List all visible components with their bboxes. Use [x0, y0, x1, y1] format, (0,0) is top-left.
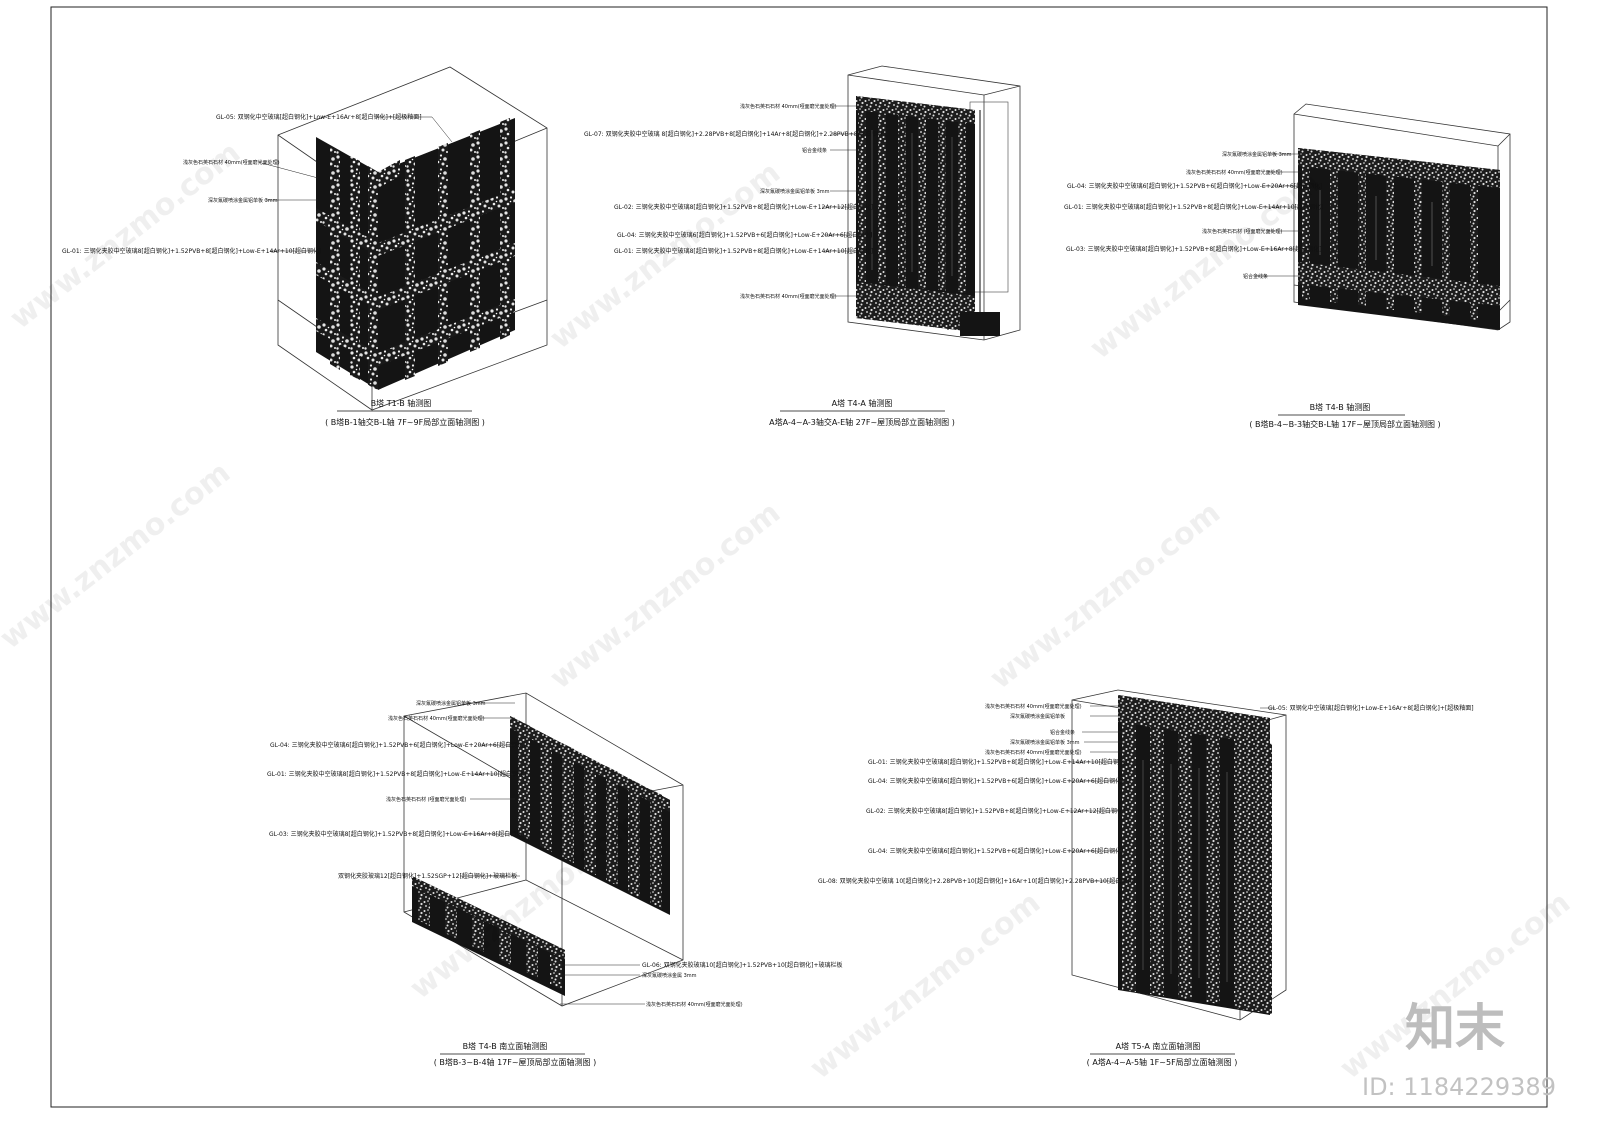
label: 浅灰色石英石石材 40mm(哑面磨光面处理): [183, 159, 280, 166]
label: GL-03: 三钢化夹胶中空玻璃8[超白钢化]+1.52PVB+8[超白钢化]+…: [1066, 245, 1321, 253]
watermark-text: www.znzmo.com: [543, 155, 787, 356]
watermark-text: www.znzmo.com: [3, 135, 247, 336]
label: GL-01: 三钢化夹胶中空玻璃8[超白钢化]+1.52PVB+8[超白钢化]+…: [1064, 203, 1323, 211]
label: 深灰氟碳喷涂金属铝单板: [1010, 713, 1065, 720]
caption-subtitle: ( A塔A-4~A-5轴 1F~5F局部立面轴测图 ): [1087, 1057, 1238, 1067]
label: 深灰氟碳喷涂金属铝单板 3mm: [1222, 151, 1292, 158]
label: 深灰氟碳喷涂金属铝单板 3mm: [1010, 739, 1080, 746]
watermark-text: www.znzmo.com: [1083, 165, 1327, 366]
caption-subtitle: ( B塔B-4~B-3轴交B-L轴 17F~屋顶局部立面轴测图 ): [1249, 419, 1440, 429]
watermark-text: www.znzmo.com: [983, 495, 1227, 696]
label: 深灰氟碳喷涂金属铝单板 3mm: [416, 700, 486, 707]
axo-box-5: [1071, 689, 1287, 1021]
label: 浅灰色石英石石材 40mm(哑面磨光面处理): [388, 715, 485, 722]
image-id-text: ID: 1184229389: [1362, 1073, 1556, 1101]
label: 浅灰色石英石石材 (哑面磨光面处理): [386, 796, 467, 803]
label: 双钢化夹胶玻璃12[超白钢化]+1.52SGP+12[超白钢化]+玻璃栏板: [338, 872, 517, 880]
axo-box-2: [847, 65, 1021, 341]
caption-subtitle: A塔A-4~A-3轴交A-E轴 27F~屋顶局部立面轴测图 ): [769, 417, 955, 427]
label: 深灰氟碳喷涂金属 3mm: [642, 972, 697, 979]
caption-title: B塔 T1-B 轴测图: [371, 398, 432, 408]
label: 浅灰色石英石石材 40mm(哑面磨光面处理): [1186, 169, 1283, 176]
label: 浅灰色石英石石材 40mm(哑面磨光面处理): [740, 103, 837, 110]
label: GL-02: 三钢化夹胶中空玻璃8[超白钢化]+1.52PVB+8[超白钢化]+…: [866, 807, 1125, 815]
label: GL-07: 双钢化夹胶中空玻璃 8[超白钢化]+2.28PVB+8[超白钢化]…: [584, 130, 886, 138]
caption-title: A塔 T5-A 南立面轴测图: [1116, 1041, 1201, 1051]
label: 浅灰色石英石石材 40mm(哑面磨光面处理): [740, 293, 837, 300]
label: 浅灰色石英石石材 40mm(哑面磨光面处理): [985, 749, 1082, 756]
watermark-text: www.znzmo.com: [0, 455, 237, 656]
label: GL-01: 三钢化夹胶中空玻璃8[超白钢化]+1.52PVB+8[超白钢化]+…: [62, 247, 321, 255]
label: GL-01: 三钢化夹胶中空玻璃8[超白钢化]+1.52PVB+8[超白钢化]+…: [614, 247, 873, 255]
drawing-b-tower-t4-b: 深灰氟碳喷涂金属铝单板 3mm 浅灰色石英石石材 40mm(哑面磨光面处理) G…: [1064, 103, 1511, 429]
label: GL-01: 三钢化夹胶中空玻璃8[超白钢化]+1.52PVB+8[超白钢化]+…: [267, 770, 526, 778]
caption-subtitle: ( B塔B-1轴交B-L轴 7F~9F局部立面轴测图 ): [325, 417, 485, 427]
sheet-border: [50, 6, 1548, 1108]
caption-subtitle: ( B塔B-3~B-4轴 17F~屋顶局部立面轴测图 ): [434, 1057, 596, 1067]
label: 浅灰色石英石石材 (哑面磨光面处理): [1202, 228, 1283, 235]
label: GL-05: 双钢化中空玻璃[超白钢化]+Low-E+16Ar+8[超白钢化]+…: [216, 113, 422, 121]
label: 浅灰色石英石石材 40mm(哑面磨光面处理): [985, 703, 1082, 710]
label: GL-06: 双钢化夹胶玻璃10[超白钢化]+1.52PVB+10[超白钢化]+…: [642, 961, 843, 969]
label: GL-04: 三钢化夹胶中空玻璃6[超白钢化]+1.52PVB+6[超白钢化]+…: [1067, 182, 1322, 190]
label: GL-01: 三钢化夹胶中空玻璃8[超白钢化]+1.52PVB+8[超白钢化]+…: [868, 758, 1127, 766]
caption-title: A塔 T4-A 轴测图: [832, 398, 893, 408]
watermark-text: www.znzmo.com: [543, 495, 787, 696]
drawing-b-tower-t1-b: GL-05: 双钢化中空玻璃[超白钢化]+Low-E+16Ar+8[超白钢化]+…: [62, 66, 548, 427]
drawing-b-tower-t4-b-south: 深灰氟碳喷涂金属铝单板 3mm 浅灰色石英石石材 40mm(哑面磨光面处理) G…: [267, 692, 843, 1067]
label: 铝合金线条: [1050, 729, 1075, 736]
label: GL-08: 双钢化夹胶中空玻璃 10[超白钢化]+2.28PVB+10[超白钢…: [818, 877, 1136, 885]
label: 深灰氟碳喷涂金属铝单板 3mm: [760, 188, 830, 195]
axo-box-3: [1293, 103, 1511, 331]
label: GL-03: 三钢化夹胶中空玻璃8[超白钢化]+1.52PVB+8[超白钢化]+…: [269, 830, 524, 838]
axo-box-1: [277, 66, 548, 411]
brand-logo-text: 知末: [1405, 999, 1505, 1057]
label: GL-04: 三钢化夹胶中空玻璃6[超白钢化]+1.52PVB+6[超白钢化]+…: [868, 777, 1123, 785]
label: 铝合金线条: [1243, 273, 1268, 280]
drawing-a-tower-t5-a-south: GL-05: 双钢化中空玻璃[超白钢化]+Low-E+16Ar+8[超白钢化]+…: [818, 689, 1474, 1067]
label: GL-05: 双钢化中空玻璃[超白钢化]+Low-E+16Ar+8[超白钢化]+…: [1268, 704, 1474, 712]
label: GL-04: 三钢化夹胶中空玻璃6[超白钢化]+1.52PVB+6[超白钢化]+…: [617, 231, 872, 239]
caption-title: B塔 T4-B 南立面轴测图: [463, 1041, 548, 1051]
label: GL-04: 三钢化夹胶中空玻璃6[超白钢化]+1.52PVB+6[超白钢化]+…: [868, 847, 1123, 855]
watermark-text: www.znzmo.com: [803, 885, 1047, 1086]
drawing-a-tower-t4-a: 浅灰色石英石石材 40mm(哑面磨光面处理) GL-07: 双钢化夹胶中空玻璃 …: [584, 65, 1021, 427]
label: GL-02: 三钢化夹胶中空玻璃8[超白钢化]+1.52PVB+8[超白钢化]+…: [614, 203, 873, 211]
caption-title: B塔 T4-B 轴测图: [1310, 402, 1371, 412]
label: 深灰氟碳喷涂金属铝单板 3mm: [208, 197, 278, 204]
label: 浅灰色石英石石材 40mm(哑面磨光面处理): [646, 1001, 743, 1008]
label: 铝合金线条: [802, 147, 827, 154]
label: GL-04: 三钢化夹胶中空玻璃6[超白钢化]+1.52PVB+6[超白钢化]+…: [270, 741, 525, 749]
